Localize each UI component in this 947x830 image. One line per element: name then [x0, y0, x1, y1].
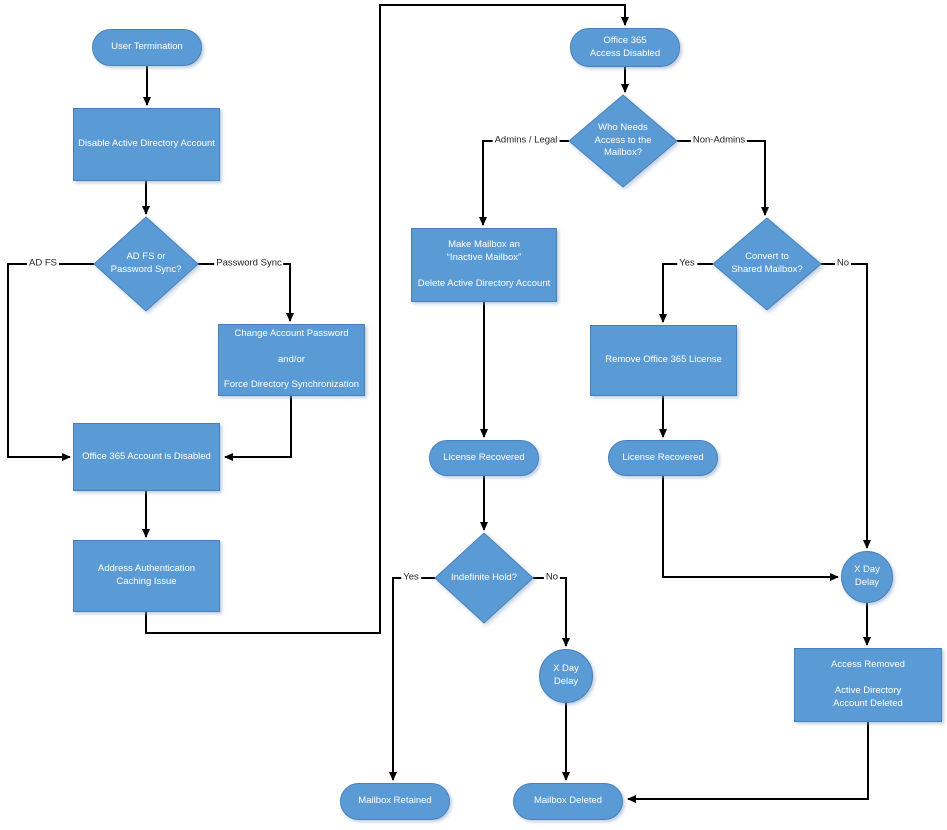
connector-admins-legal-branch: [479, 140, 569, 226]
edge-label-convert-no: No: [834, 257, 852, 269]
node-office365-account-is-disabled: Office 365 Account is Disabled: [73, 423, 220, 491]
node-access-removed-account-deleted: Access Removed Active Directory Account …: [794, 648, 942, 722]
connector-indefinite-no-branch: [533, 577, 570, 647]
node-address-authentication-caching-issue: Address Authentication Caching Issue: [73, 540, 220, 612]
node-license-recovered-mid: License Recovered: [429, 440, 539, 476]
edge-label-adfs: AD FS: [27, 257, 59, 269]
decision-who-needs-access: [568, 94, 678, 188]
node-make-mailbox-inactive: Make Mailbox an “Inactive Mailbox” Delet…: [411, 228, 557, 302]
connector-caching-to-access-disabled: [145, 4, 629, 634]
node-change-account-password: Change Account Password and/or Force Dir…: [218, 324, 365, 396]
connector-indefinite-yes-branch: [389, 577, 435, 781]
node-mailbox-deleted: Mailbox Deleted: [513, 783, 623, 820]
node-remove-office365-license: Remove Office 365 License: [590, 325, 737, 396]
node-disable-active-directory-account: Disable Active Directory Account: [73, 108, 220, 181]
node-x-day-delay-mid: X Day Delay: [539, 649, 593, 703]
connector-convert-yes-branch: [659, 263, 713, 323]
edge-label-admins-legal: Admins / Legal: [492, 134, 560, 146]
edge-label-convert-yes: Yes: [677, 257, 697, 269]
connector-license-recovered-to-xday-right: [662, 476, 839, 581]
connector-password-sync-branch: [198, 263, 294, 322]
connector-change-password-to-o365-disabled: [224, 396, 292, 461]
decision-indefinite-hold: [434, 532, 534, 624]
node-mailbox-retained: Mailbox Retained: [340, 783, 450, 820]
decision-adfs-or-password-sync: [93, 216, 199, 312]
connector-convert-no-branch: [821, 263, 871, 549]
node-x-day-delay-right: X Day Delay: [841, 551, 893, 603]
node-user-termination: User Termination: [92, 29, 202, 66]
node-license-recovered-right: License Recovered: [608, 440, 718, 476]
edge-label-non-admins: Non-Admins: [690, 134, 748, 146]
connector-access-removed-to-mailbox-deleted: [627, 722, 869, 803]
connector-non-admins-branch: [677, 140, 769, 216]
edge-label-indefinite-no: No: [543, 571, 561, 583]
edge-label-password-sync: Password Sync: [214, 257, 284, 269]
node-office365-access-disabled: Office 365 Access Disabled: [570, 28, 680, 67]
decision-convert-to-shared-mailbox: [712, 217, 822, 311]
edge-label-indefinite-yes: Yes: [401, 571, 421, 583]
